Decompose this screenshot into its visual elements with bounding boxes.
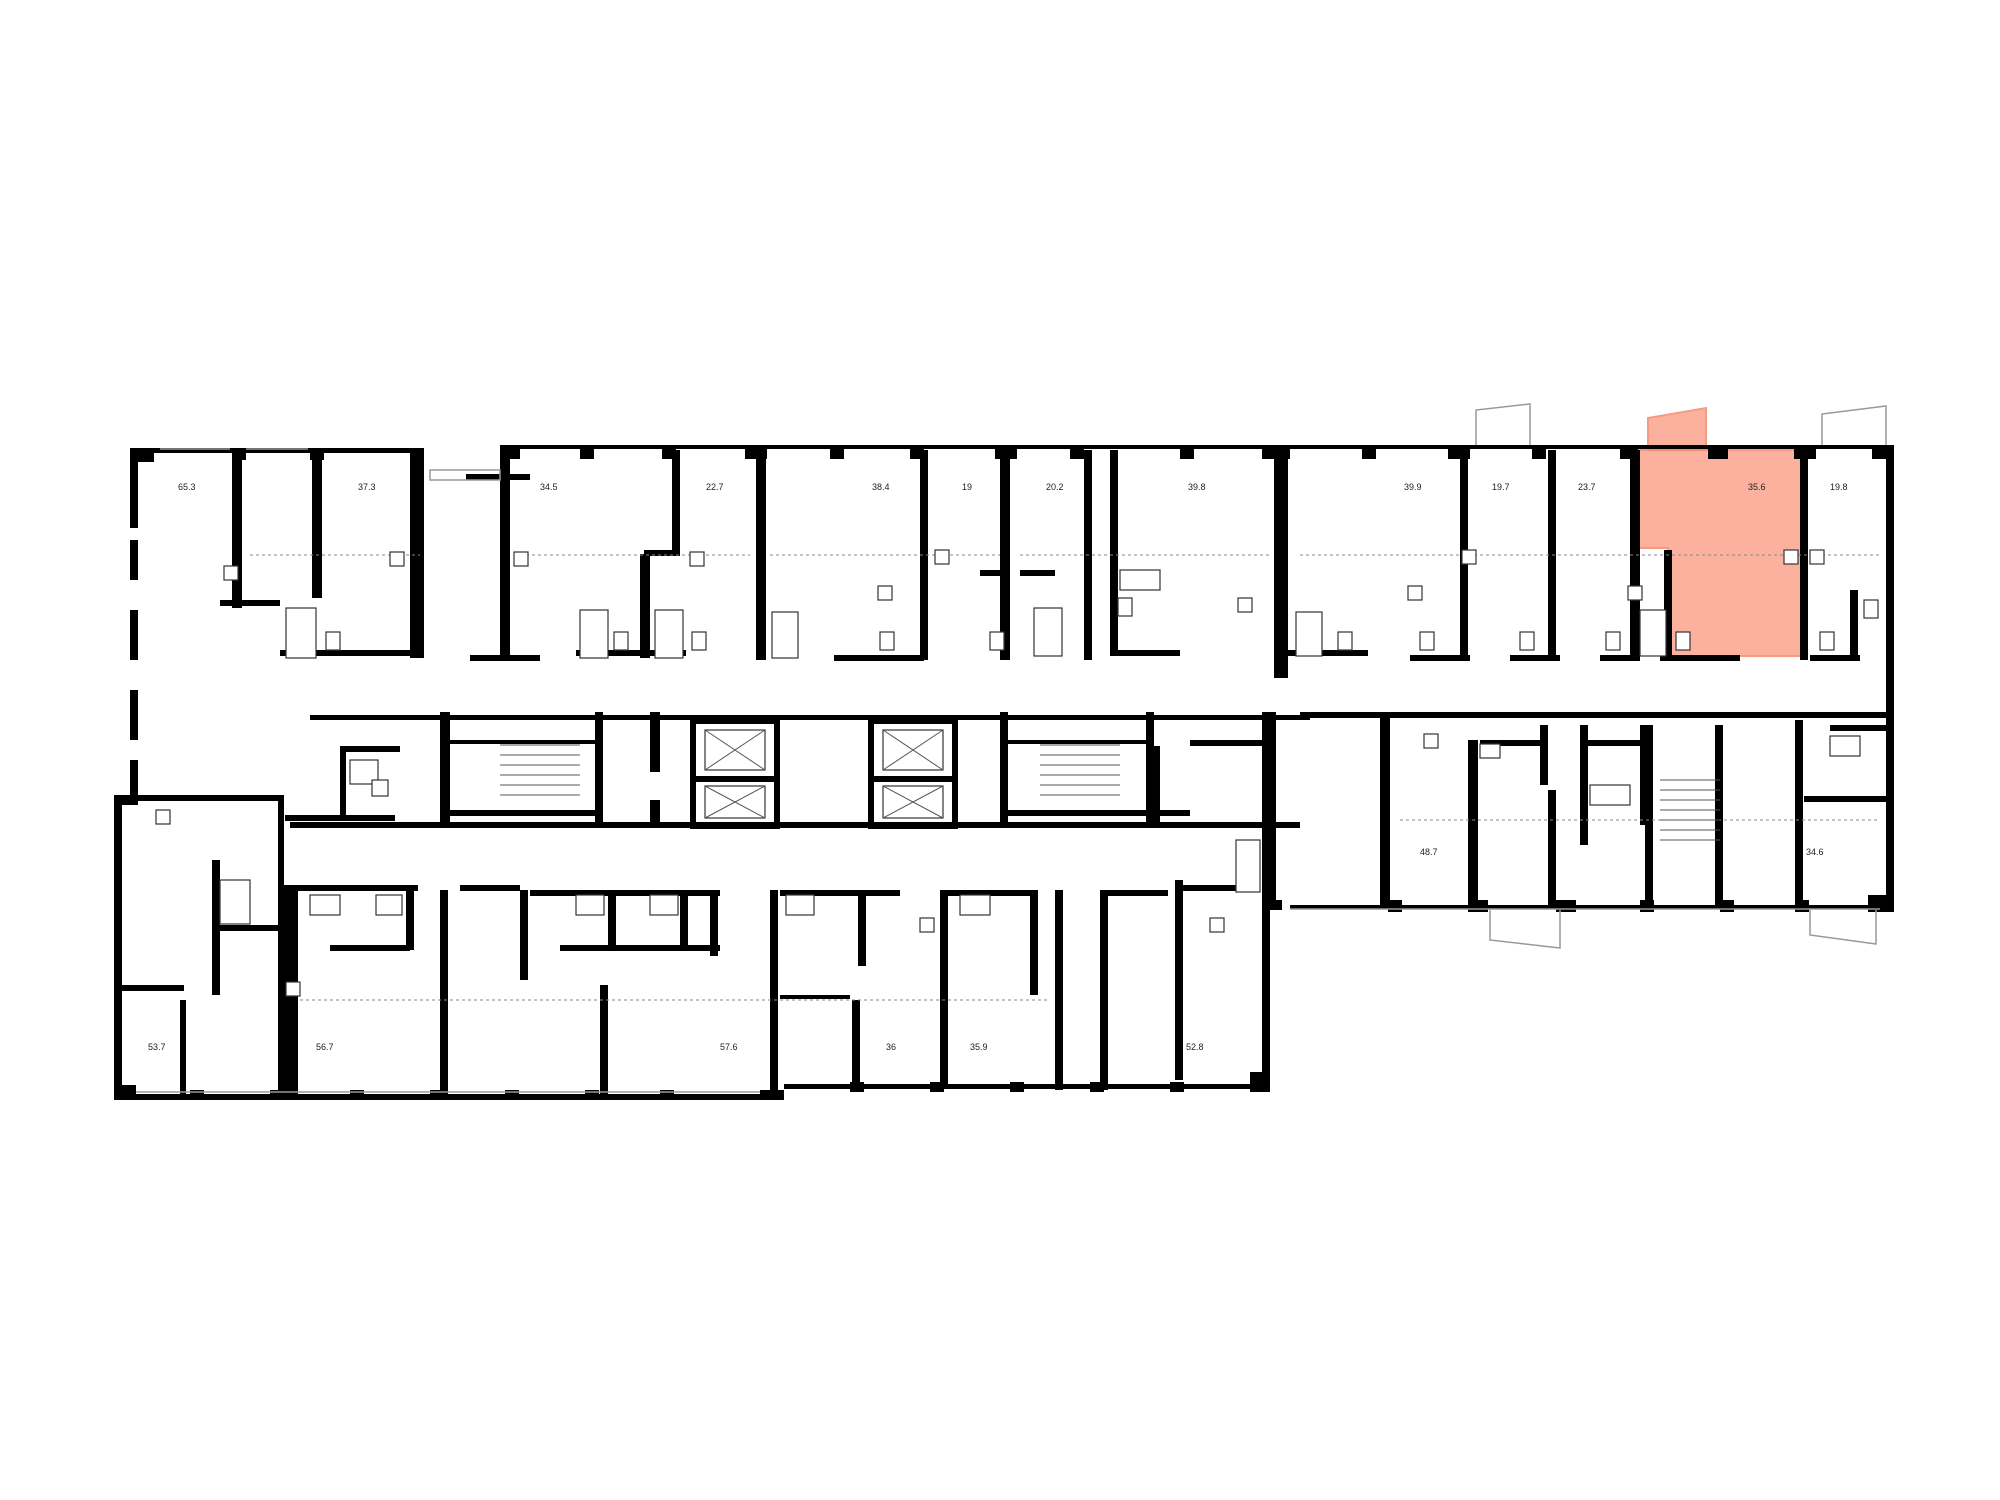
area-label: 34.6 [1806,847,1824,857]
area-label: 23.7 [1578,482,1596,492]
staircase-right [1040,744,1120,796]
corridor-and-core [285,712,1890,906]
window-lines [136,448,1880,1093]
area-label: 48.7 [1420,847,1438,857]
area-label: 19.7 [1492,482,1510,492]
area-label: 39.9 [1404,482,1422,492]
area-label: 34.5 [540,482,558,492]
area-label: 39.8 [1188,482,1206,492]
area-label: 19 [962,482,972,492]
area-label: 35.9 [970,1042,988,1052]
staircase-wing [1660,779,1720,841]
interior-walls-bottom [114,795,1260,1100]
balconies [429,403,1887,949]
area-label: 36 [886,1042,896,1052]
area-labels-bottom: 53.7 56.7 57.6 36 35.9 52.8 48.7 34.6 [148,847,1824,1052]
outer-walls [114,445,1894,1100]
staircase-left [500,744,580,796]
elevators [704,729,944,819]
area-label: 22.7 [706,482,724,492]
area-label: 57.6 [720,1042,738,1052]
stove-icons [155,549,1825,997]
area-label: 37.3 [358,482,376,492]
area-label: 65.3 [178,482,196,492]
area-label: 20.2 [1046,482,1064,492]
area-label: 53.7 [148,1042,166,1052]
bathroom-fixtures [219,569,1879,925]
zone-lines [250,554,1880,1001]
area-label: 19.8 [1830,482,1848,492]
area-labels-top: 65.3 37.3 34.5 22.7 38.4 19 20.2 39.8 39… [178,482,1848,492]
area-label: 35.6 [1748,482,1766,492]
area-label: 52.8 [1186,1042,1204,1052]
area-label: 38.4 [872,482,890,492]
area-label: 56.7 [316,1042,334,1052]
